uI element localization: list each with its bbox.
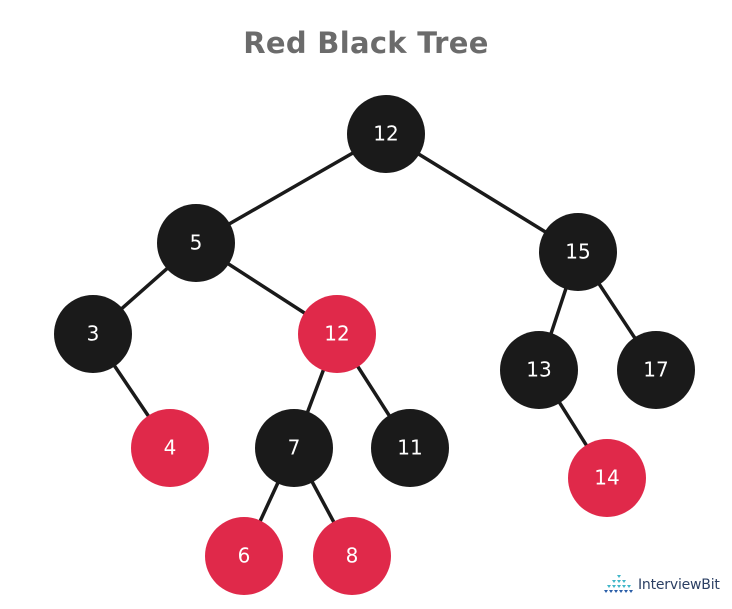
node-label: 5 bbox=[190, 231, 203, 255]
interviewbit-brand: InterviewBit bbox=[604, 574, 720, 596]
node-circle bbox=[371, 409, 449, 487]
node-circle bbox=[617, 331, 695, 409]
tree-node-red-4: 4 bbox=[131, 409, 209, 487]
node-circle bbox=[313, 517, 391, 595]
node-circle bbox=[298, 295, 376, 373]
tree-node-black-7: 7 bbox=[255, 409, 333, 487]
tree-node-black-11: 11 bbox=[371, 409, 449, 487]
node-circle bbox=[205, 517, 283, 595]
tree-node-red-14: 14 bbox=[568, 439, 646, 517]
diagram-title: Red Black Tree bbox=[243, 26, 489, 60]
interviewbit-logo-icon bbox=[604, 575, 633, 593]
tree-node-red-6: 6 bbox=[205, 517, 283, 595]
brand-name: InterviewBit bbox=[638, 577, 720, 593]
tree-node-black-13: 13 bbox=[500, 331, 578, 409]
node-circle bbox=[255, 409, 333, 487]
tree-node-black-15: 15 bbox=[539, 213, 617, 291]
tree-node-red-12: 12 bbox=[298, 295, 376, 373]
node-circle bbox=[131, 409, 209, 487]
node-label: 15 bbox=[565, 240, 590, 264]
node-label: 4 bbox=[164, 436, 177, 460]
node-circle bbox=[539, 213, 617, 291]
node-circle bbox=[500, 331, 578, 409]
node-circle bbox=[347, 95, 425, 173]
node-circle bbox=[568, 439, 646, 517]
node-label: 7 bbox=[288, 436, 301, 460]
node-label: 3 bbox=[87, 322, 100, 346]
tree-node-red-8: 8 bbox=[313, 517, 391, 595]
tree-nodes: 12 5 15 3 12 13 17 4 7 11 14 6 8 bbox=[54, 95, 695, 595]
tree-node-black-3: 3 bbox=[54, 295, 132, 373]
tree-node-black-12: 12 bbox=[347, 95, 425, 173]
node-label: 6 bbox=[238, 544, 251, 568]
node-label: 14 bbox=[594, 466, 619, 490]
node-label: 12 bbox=[324, 322, 349, 346]
tree-node-black-5: 5 bbox=[157, 204, 235, 282]
node-circle bbox=[54, 295, 132, 373]
node-circle bbox=[157, 204, 235, 282]
node-label: 11 bbox=[397, 436, 422, 460]
tree-node-black-17: 17 bbox=[617, 331, 695, 409]
node-label: 17 bbox=[643, 358, 668, 382]
node-label: 12 bbox=[373, 122, 398, 146]
node-label: 13 bbox=[526, 358, 551, 382]
node-label: 8 bbox=[346, 544, 359, 568]
